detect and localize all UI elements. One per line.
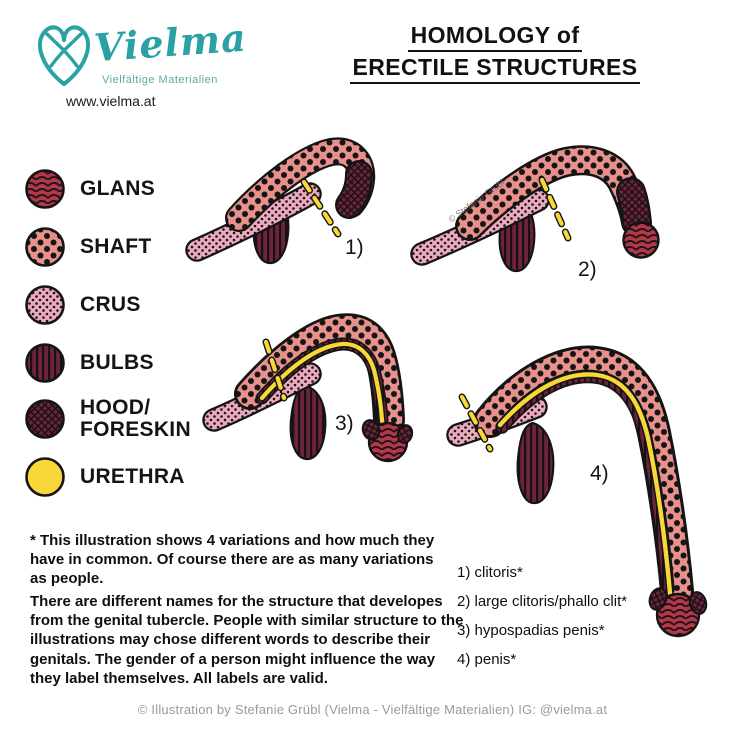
- legend-item-shaft: SHAFT: [24, 226, 152, 268]
- legend-label-glans: GLANS: [80, 176, 155, 200]
- glans-shape: [622, 221, 660, 259]
- note-variations: * This illustration shows 4 variations a…: [30, 532, 435, 588]
- brand-website: www.vielma.at: [66, 93, 156, 109]
- legend-item-urethra: URETHRA: [24, 456, 185, 498]
- figure-2-marker: 2): [578, 258, 597, 281]
- legend-label-hood-foreskin: HOOD/ FORESKIN: [80, 396, 191, 442]
- figure-captions-list: 1) clitoris* 2) large clitoris/phallo cl…: [457, 558, 627, 674]
- hood-shape: [361, 419, 381, 441]
- figure-3-hypospadias-penis-illustration: [202, 313, 414, 463]
- legend-swatch-shaft: [25, 227, 65, 267]
- brand-tagline: Vielfältige Materialien: [102, 74, 218, 86]
- legend-swatch-glans: [25, 169, 65, 209]
- legend-swatch-hood-foreskin: [25, 399, 65, 439]
- brand-logo-text: Vielma: [92, 14, 249, 71]
- legend-label-urethra: URETHRA: [80, 464, 185, 488]
- caption-hypospadias-penis: 3) hypospadias penis*: [457, 622, 605, 639]
- legend-label-shaft: SHAFT: [80, 234, 152, 258]
- legend-swatch-urethra: [25, 457, 65, 497]
- legend-item-hood-foreskin: HOOD/ FORESKIN: [24, 396, 191, 442]
- vielma-heart-logo-icon: [38, 25, 90, 86]
- caption-clitoris: 1) clitoris*: [457, 564, 523, 581]
- legend-swatch-bulbs: [25, 343, 65, 383]
- legend-item-glans: GLANS: [24, 168, 155, 210]
- legend-item-bulbs: BULBS: [24, 342, 154, 384]
- legend-swatch-crus: [25, 285, 65, 325]
- bulb-shape: [289, 384, 327, 461]
- legend-label-crus: CRUS: [80, 292, 141, 316]
- glans-shape: [655, 592, 701, 638]
- legend-label-bulbs: BULBS: [80, 350, 154, 374]
- caption-penis: 4) penis*: [457, 651, 517, 668]
- title-line-2: ERECTILE STRUCTURES: [349, 56, 641, 84]
- figure-3-marker: 3): [335, 412, 354, 435]
- figure-4-penis-illustration: [446, 345, 708, 638]
- copyright-credit: © Illustration by Stefanie Grübl (Vielma…: [137, 702, 608, 717]
- figure-4-marker: 4): [590, 462, 609, 485]
- title-line-1: HOMOLOGY of: [407, 24, 583, 52]
- bulb-shape: [516, 421, 555, 505]
- figure-1-marker: 1): [345, 236, 364, 259]
- caption-large-clitoris: 2) large clitoris/phallo clit*: [457, 593, 628, 610]
- page-title: HOMOLOGY of ERECTILE STRUCTURES: [345, 24, 645, 88]
- legend-item-crus: CRUS: [24, 284, 141, 326]
- hood-shape: [648, 587, 668, 611]
- figure-1-clitoris-illustration: [185, 137, 376, 265]
- note-naming: There are different names for the struct…: [30, 593, 464, 687]
- figure-2-large-clitoris-illustration: [410, 145, 660, 273]
